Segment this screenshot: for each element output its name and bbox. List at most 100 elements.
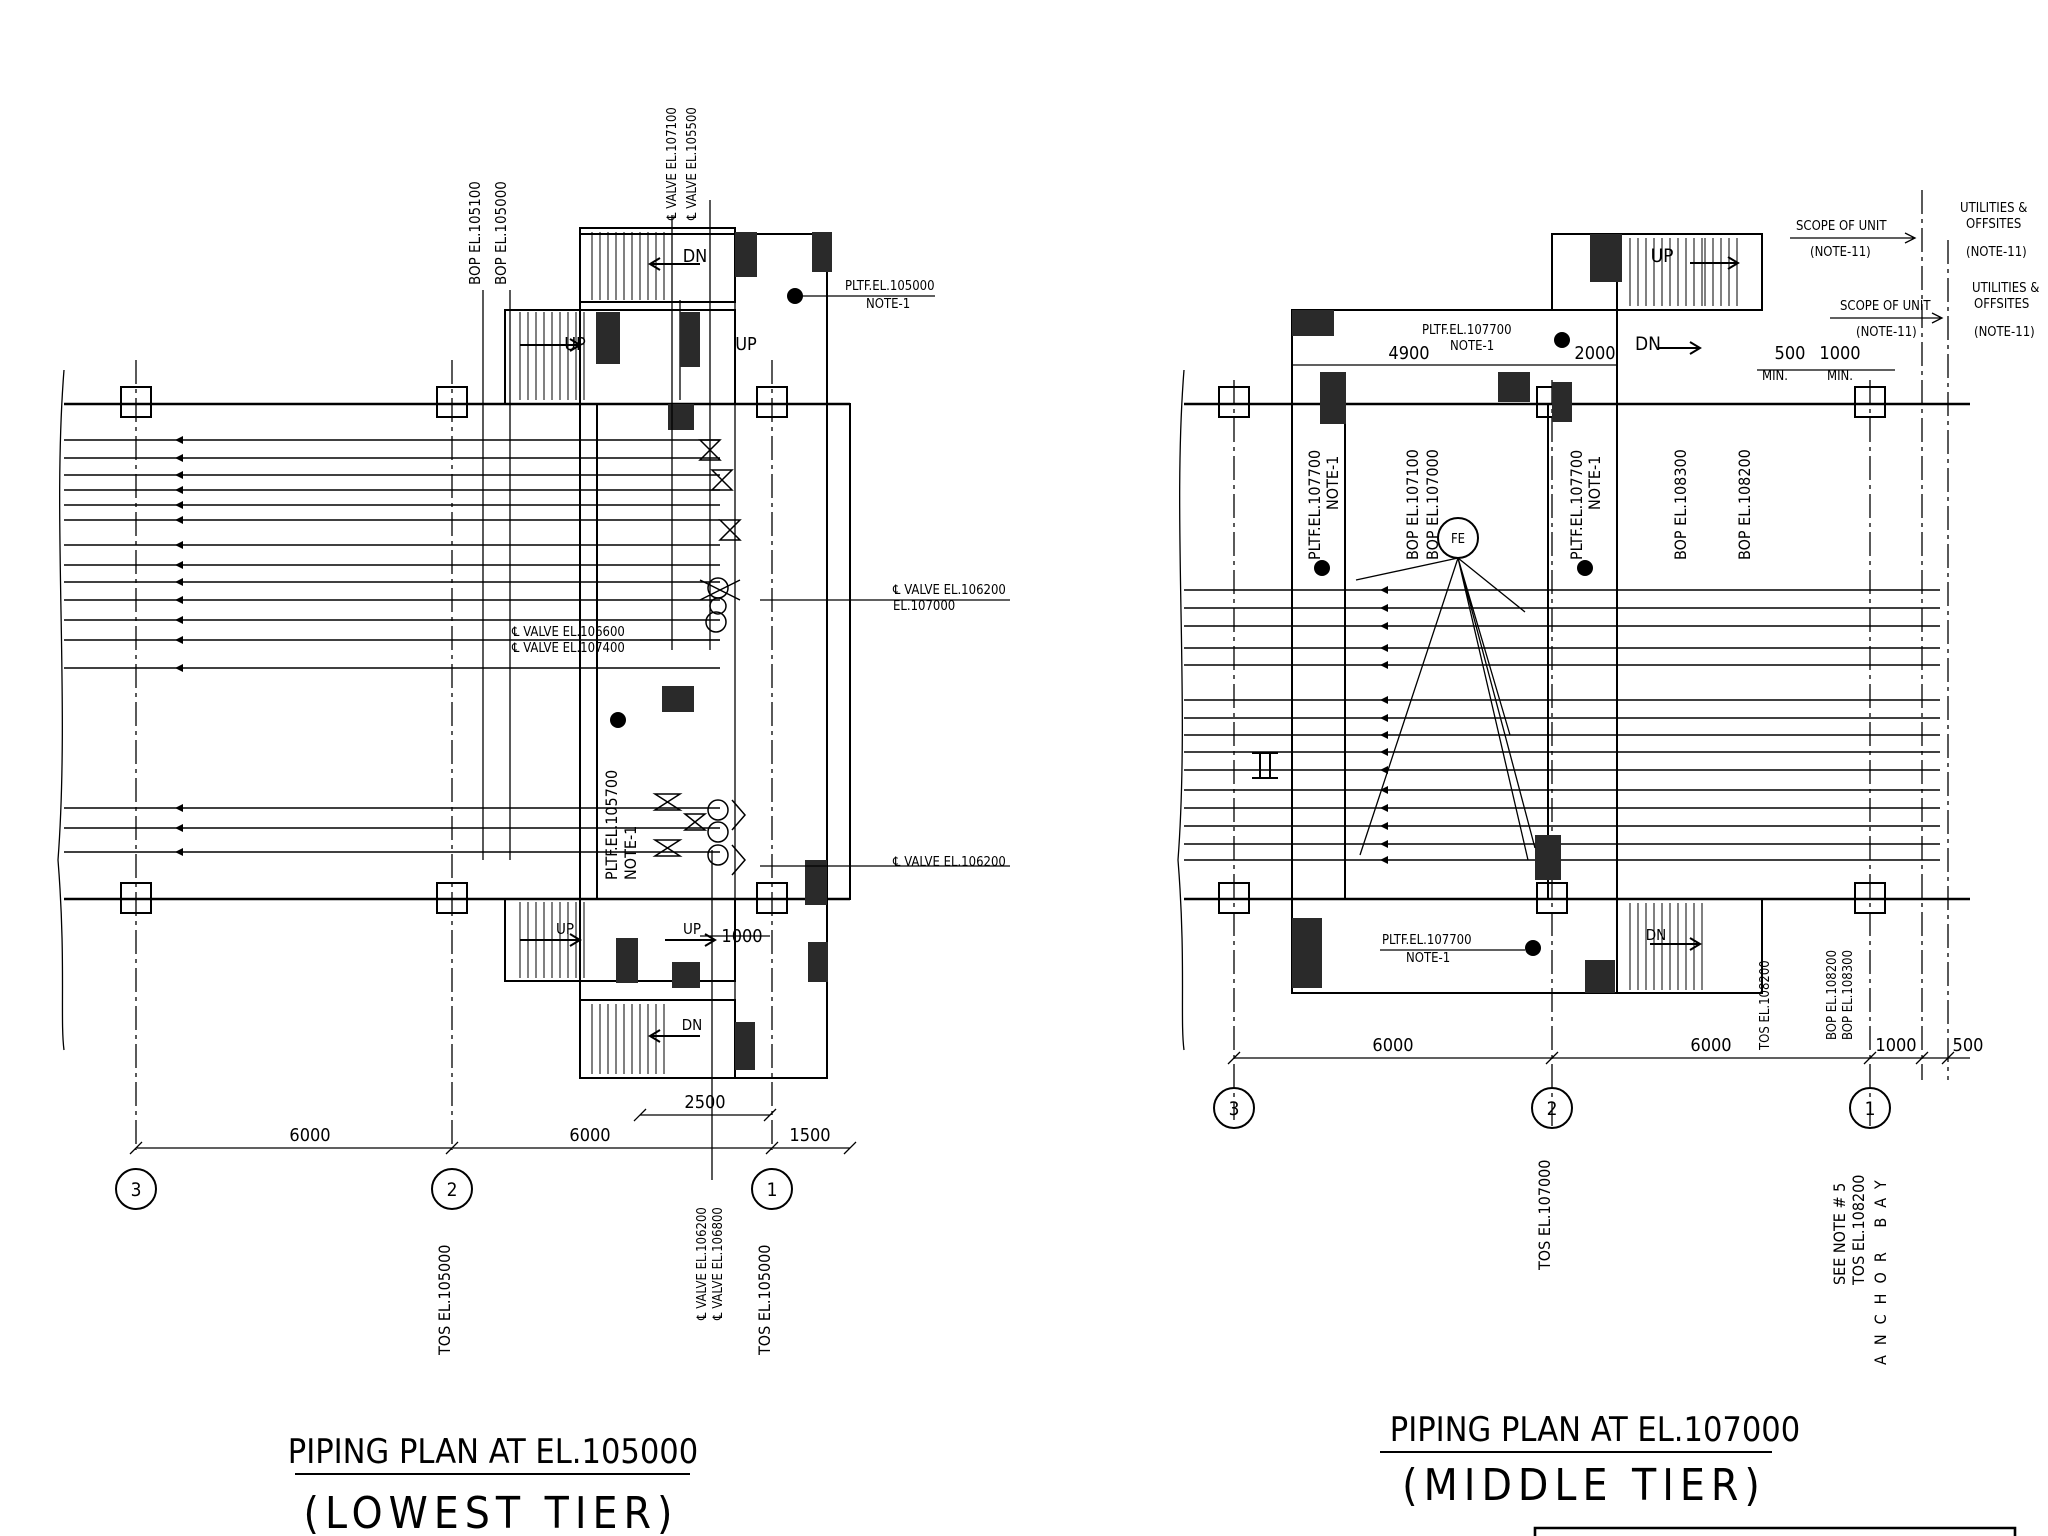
flow-arrow bbox=[175, 616, 183, 624]
right-note-1-b: NOTE-1 bbox=[1585, 456, 1604, 510]
flow-arrow bbox=[175, 561, 183, 569]
right-grid-label-3: 3 bbox=[1229, 1098, 1240, 1120]
right-bop-108300-bottom: BOP EL.108300 bbox=[1841, 950, 1856, 1040]
left-tos-105000-grid2: TOS EL.105000 bbox=[435, 1245, 454, 1356]
left-tos-105000-grid1: TOS EL.105000 bbox=[755, 1245, 774, 1356]
flow-arrow bbox=[175, 541, 183, 549]
right-pltf-107700-bottom: PLTF.EL.107700 bbox=[1382, 933, 1472, 948]
flow-arrow bbox=[175, 664, 183, 672]
left-valve-107400: ℄ VALVE EL.107400 bbox=[511, 641, 625, 656]
flow-arrow bbox=[175, 596, 183, 604]
right-dim-6000-b: 6000 bbox=[1690, 1035, 1731, 1056]
left-piping-plan: 3 2 1 6000 6000 1500 2500 1000 DN UP UP … bbox=[57, 107, 1010, 1536]
flow-arrow bbox=[1380, 804, 1388, 812]
right-stair-dn-top: DN bbox=[1635, 333, 1661, 355]
left-note-1-vertical: NOTE-1 bbox=[621, 826, 640, 880]
right-see-note-5: SEE NOTE # 5 bbox=[1830, 1183, 1849, 1285]
right-piping-plan: FE 3 2 1 4900 2000 500 MIN. 1000 bbox=[1177, 190, 2039, 1536]
left-valve-106200-a: ℄ VALVE EL.106200 bbox=[892, 583, 1006, 598]
flow-arrow bbox=[1380, 748, 1388, 756]
flow-arrow bbox=[175, 501, 183, 509]
left-el-107000: EL.107000 bbox=[893, 599, 955, 614]
right-bop-108300: BOP EL.108300 bbox=[1671, 449, 1690, 560]
left-stair-dn-top: DN bbox=[683, 246, 708, 267]
right-dim-500-top: 500 bbox=[1775, 343, 1806, 364]
flow-arrow bbox=[175, 471, 183, 479]
flow-arrow bbox=[1380, 856, 1388, 864]
scope-of-unit-1: SCOPE OF UNIT bbox=[1796, 219, 1887, 234]
left-grid-label-2: 2 bbox=[447, 1179, 458, 1201]
right-stair-dn-bottom: DN bbox=[1646, 926, 1667, 944]
flow-arrow bbox=[1380, 840, 1388, 848]
right-tos-107000: TOS EL.107000 bbox=[1535, 1160, 1554, 1271]
right-plan-title: PIPING PLAN AT EL.107000 bbox=[1390, 1410, 1800, 1450]
flow-arrow bbox=[1380, 586, 1388, 594]
flow-arrow bbox=[1380, 714, 1388, 722]
utilities-note-1: (NOTE-11) bbox=[1966, 245, 2027, 260]
flow-arrow bbox=[1380, 731, 1388, 739]
left-valve-106600: ℄ VALVE EL.106600 bbox=[511, 625, 625, 640]
flow-arrow bbox=[175, 824, 183, 832]
stair-hatching-upper bbox=[519, 232, 665, 400]
flow-arrow bbox=[175, 804, 183, 812]
flow-arrow bbox=[1380, 696, 1388, 704]
flow-arrow bbox=[175, 848, 183, 856]
right-stair-up: UP bbox=[1651, 245, 1674, 267]
left-dim-1500: 1500 bbox=[789, 1125, 830, 1146]
left-pltf-105700: PLTF.EL.105700 bbox=[602, 770, 621, 880]
left-pltf-105000: PLTF.EL.105000 bbox=[845, 279, 935, 294]
left-plan-title: PIPING PLAN AT EL.105000 bbox=[288, 1432, 698, 1472]
valve-cluster-left bbox=[652, 439, 746, 876]
scope-of-unit-2: SCOPE OF UNIT bbox=[1840, 299, 1931, 314]
right-pltf-107700-a: PLTF.EL.107700 bbox=[1305, 450, 1324, 560]
left-stair-up-2: UP bbox=[735, 334, 757, 355]
left-bop-105100: BOP EL.105100 bbox=[466, 181, 484, 285]
left-valve-106200-vert: ℄ VALVE EL.106200 bbox=[695, 1207, 710, 1321]
right-plan-subtitle: (MIDDLE TIER) bbox=[1402, 1460, 1766, 1511]
utilities-note-2: (NOTE-11) bbox=[1974, 325, 2035, 340]
flow-arrow bbox=[175, 516, 183, 524]
left-stair-up-4: UP bbox=[683, 920, 701, 938]
right-dim-1000-bottom: 1000 bbox=[1875, 1035, 1916, 1056]
right-bop-108200: BOP EL.108200 bbox=[1735, 449, 1754, 560]
right-grid-label-1: 1 bbox=[1865, 1098, 1876, 1120]
right-pipe-runs bbox=[1184, 586, 1940, 864]
flow-arrow bbox=[175, 436, 183, 444]
right-dim-6000-a: 6000 bbox=[1372, 1035, 1413, 1056]
flow-arrow bbox=[1380, 661, 1388, 669]
flow-arrow bbox=[175, 578, 183, 586]
left-bop-105000: BOP EL.105000 bbox=[492, 181, 510, 285]
left-valve-107100: ℄ VALVE EL.107100 bbox=[665, 107, 680, 221]
left-stair-dn-bottom: DN bbox=[682, 1016, 703, 1034]
right-pltf-107700-b: PLTF.EL.107700 bbox=[1567, 450, 1586, 560]
right-dim-min-b: MIN. bbox=[1827, 369, 1853, 384]
right-dim-1000-top: 1000 bbox=[1819, 343, 1860, 364]
left-stair-up-3: UP bbox=[556, 920, 574, 938]
right-dim-min-a: MIN. bbox=[1762, 369, 1788, 384]
left-valve-106200-b: ℄ VALVE EL.106200 bbox=[892, 855, 1006, 870]
flow-arrow bbox=[1380, 766, 1388, 774]
right-grid-label-2: 2 bbox=[1547, 1098, 1558, 1120]
left-dim-6000-a: 6000 bbox=[289, 1125, 330, 1146]
left-stair-up-1: UP bbox=[564, 334, 586, 355]
right-pltf-107700-top: PLTF.EL.107700 bbox=[1422, 323, 1512, 338]
flow-arrow bbox=[1380, 822, 1388, 830]
right-dim-4900: 4900 bbox=[1388, 343, 1429, 364]
left-valve-105500: ℄ VALVE EL.105500 bbox=[685, 107, 700, 221]
flow-arrow bbox=[175, 486, 183, 494]
scope-note-2: (NOTE-11) bbox=[1856, 325, 1917, 340]
right-dim-500-bottom: 500 bbox=[1953, 1035, 1984, 1056]
offsites-2: OFFSITES bbox=[1974, 297, 2029, 312]
right-note-1-top: NOTE-1 bbox=[1450, 339, 1494, 354]
scope-note-1: (NOTE-11) bbox=[1810, 245, 1871, 260]
right-dim-2000: 2000 bbox=[1574, 343, 1615, 364]
instrument-fe: FE bbox=[1451, 532, 1465, 547]
right-bop-107100: BOP EL.107100 bbox=[1403, 449, 1422, 560]
left-note-1-callout: NOTE-1 bbox=[866, 297, 910, 312]
flow-arrow bbox=[175, 454, 183, 462]
left-grid-label-1: 1 bbox=[767, 1179, 778, 1201]
left-plan-subtitle: (LOWEST TIER) bbox=[304, 1488, 679, 1536]
flow-arrow bbox=[1380, 644, 1388, 652]
right-tos-108200-bottom: TOS EL.108200 bbox=[1849, 1175, 1868, 1286]
